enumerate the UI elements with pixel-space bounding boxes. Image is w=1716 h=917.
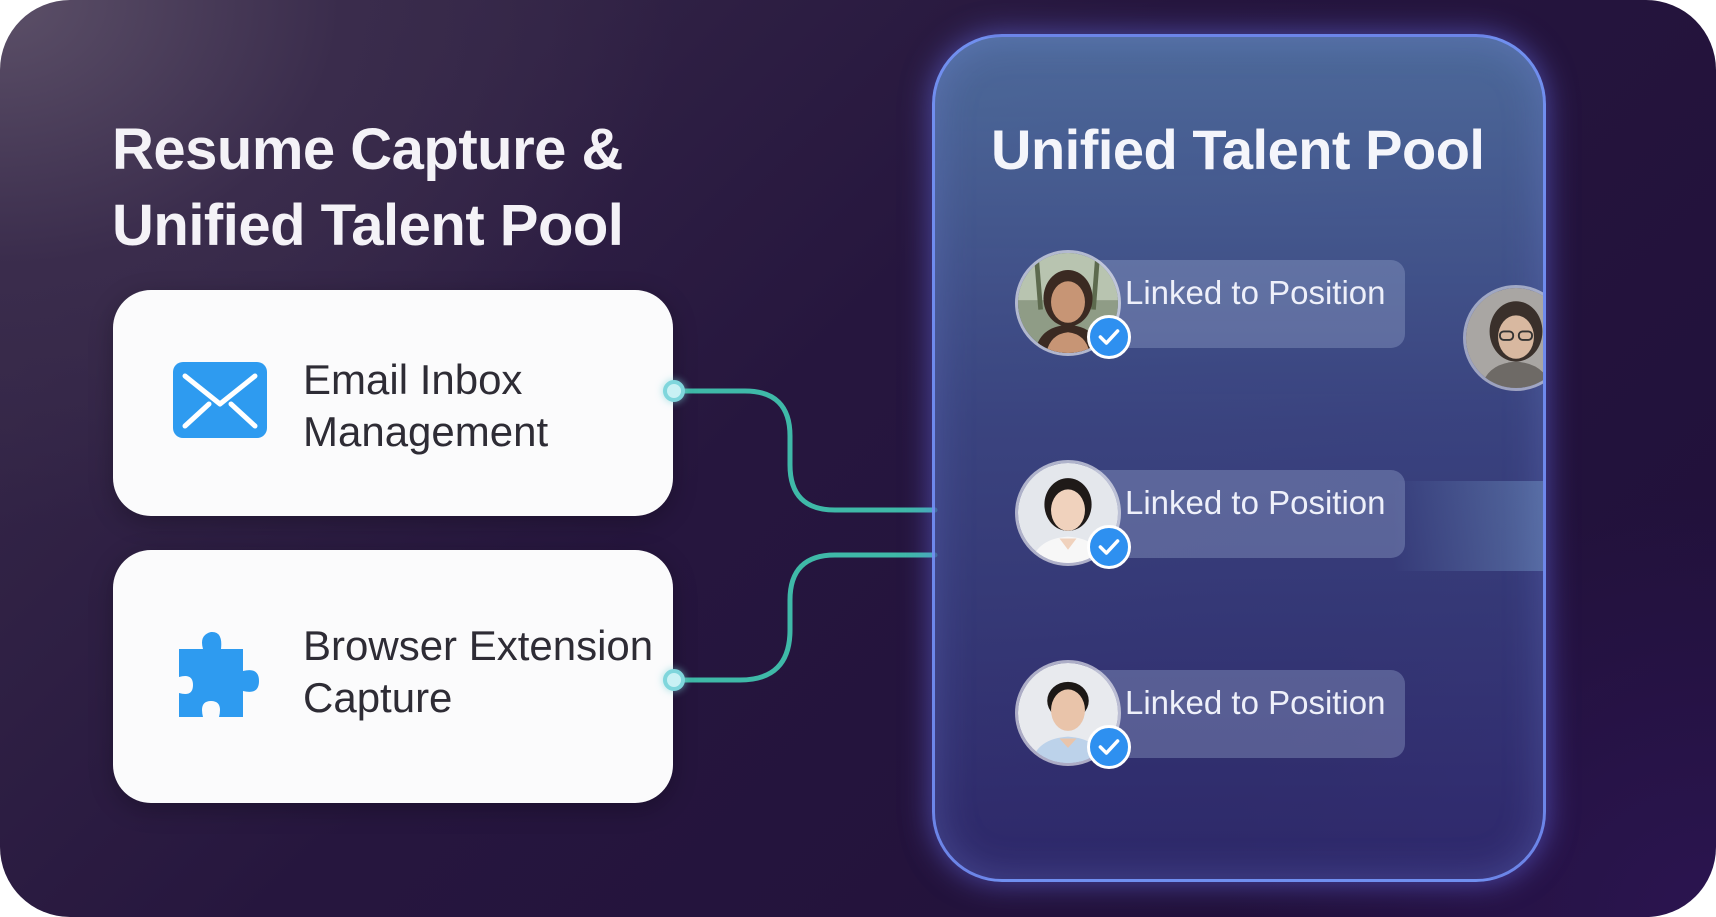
talent-pool-panel: Unified Talent Pool Linked to Position bbox=[932, 34, 1546, 882]
browser-connector-port bbox=[663, 669, 685, 691]
email-inbox-card[interactable]: Email Inbox Management bbox=[113, 290, 673, 516]
candidate-row[interactable]: Linked to Position bbox=[1015, 247, 1445, 359]
status-label: Linked to Position bbox=[1125, 484, 1386, 521]
candidate-row[interactable]: Linked to Position bbox=[1015, 457, 1445, 569]
checkmark-icon bbox=[1087, 315, 1131, 359]
browser-extension-label: Browser Extension Capture bbox=[303, 620, 663, 724]
email-inbox-label: Email Inbox Management bbox=[303, 354, 663, 458]
browser-extension-label-line2: Capture bbox=[303, 674, 453, 721]
status-label: Linked to Position bbox=[1125, 274, 1386, 311]
main-title: Resume Capture & Unified Talent Pool bbox=[112, 112, 732, 264]
main-title-line2: Unified Talent Pool bbox=[112, 193, 624, 258]
flow-arrow-icon bbox=[1393, 481, 1543, 571]
talent-pool-title: Unified Talent Pool bbox=[991, 118, 1485, 181]
browser-extension-label-line1: Browser Extension bbox=[303, 622, 654, 669]
email-inbox-label-line1: Email Inbox bbox=[303, 356, 523, 403]
candidate-avatar-partial bbox=[1463, 285, 1543, 391]
email-connector-port bbox=[663, 380, 685, 402]
puzzle-icon bbox=[179, 631, 259, 717]
browser-extension-card[interactable]: Browser Extension Capture bbox=[113, 550, 673, 803]
checkmark-icon bbox=[1087, 525, 1131, 569]
candidate-row[interactable]: Linked to Position bbox=[1015, 657, 1445, 769]
status-label: Linked to Position bbox=[1125, 684, 1386, 721]
email-connector-line bbox=[671, 388, 938, 513]
main-title-line1: Resume Capture & bbox=[112, 117, 623, 182]
email-inbox-label-line2: Management bbox=[303, 408, 549, 455]
mail-icon bbox=[173, 362, 267, 438]
browser-connector-line bbox=[671, 552, 938, 683]
checkmark-icon bbox=[1087, 725, 1131, 769]
